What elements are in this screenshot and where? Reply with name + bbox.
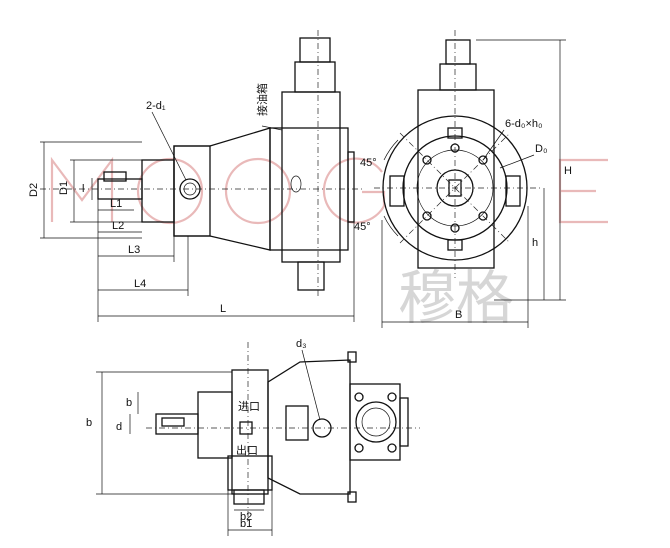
- label-L: L: [220, 303, 226, 315]
- front-valve-cap: [445, 39, 471, 65]
- label-B: B: [455, 309, 462, 321]
- side-view: 2-d₁ 接油箱 D2 D1 l L1 L2 L3 L4 L: [28, 30, 364, 322]
- label-2-d1: 2-d₁: [146, 100, 166, 112]
- front-cover: [173, 145, 211, 237]
- front-view: 6-d₀×h₀ D₀ 45° 45° H h B: [354, 30, 572, 328]
- label-L4: L4: [134, 278, 146, 290]
- label-L3: L3: [128, 244, 140, 256]
- front-top-valve: [439, 63, 477, 91]
- control-block: [281, 91, 341, 263]
- label-b-large: b: [86, 417, 92, 429]
- label-l: l: [82, 183, 84, 195]
- label-h: h: [532, 237, 538, 249]
- left-port: [389, 175, 405, 207]
- label-d: d: [116, 421, 122, 433]
- label-D1: D1: [58, 181, 70, 195]
- label-L1: L1: [110, 198, 122, 210]
- top-flange: [197, 391, 233, 459]
- label-D2: D2: [28, 183, 40, 197]
- label-L2: L2: [112, 220, 124, 232]
- bolt-holes: [422, 143, 488, 233]
- label-b2: b2: [240, 511, 252, 523]
- label-inlet: 进口: [238, 400, 260, 413]
- label-b1: b1: [240, 518, 252, 530]
- top-body: [267, 359, 351, 495]
- top-port-block: [231, 369, 269, 495]
- label-outlet: 出口: [236, 443, 258, 457]
- label-D0: D₀: [535, 143, 548, 155]
- label-d3: d₃: [296, 338, 307, 350]
- front-body: [417, 89, 495, 269]
- watermark-chinese: 穆格: [398, 264, 514, 332]
- label-oil-tank: 接油箱: [255, 83, 269, 116]
- top-valve: [294, 61, 336, 93]
- label-angle-bottom: 45°: [354, 221, 371, 233]
- side-port-flange: [349, 383, 401, 461]
- valve-cap: [299, 37, 331, 63]
- shaft-key: [103, 171, 127, 182]
- label-angle-top: 45°: [360, 157, 377, 169]
- outlet-port: [227, 455, 273, 491]
- label-bolt-spec: 6-d₀×h₀: [505, 118, 543, 130]
- right-port: [505, 175, 521, 207]
- end-plate: [347, 151, 355, 223]
- label-b-small: b: [126, 397, 132, 409]
- top-view: d₃ 进口 出口 b b d b2 b1: [86, 338, 420, 536]
- drain-boss: [297, 261, 325, 291]
- label-H: H: [564, 165, 572, 177]
